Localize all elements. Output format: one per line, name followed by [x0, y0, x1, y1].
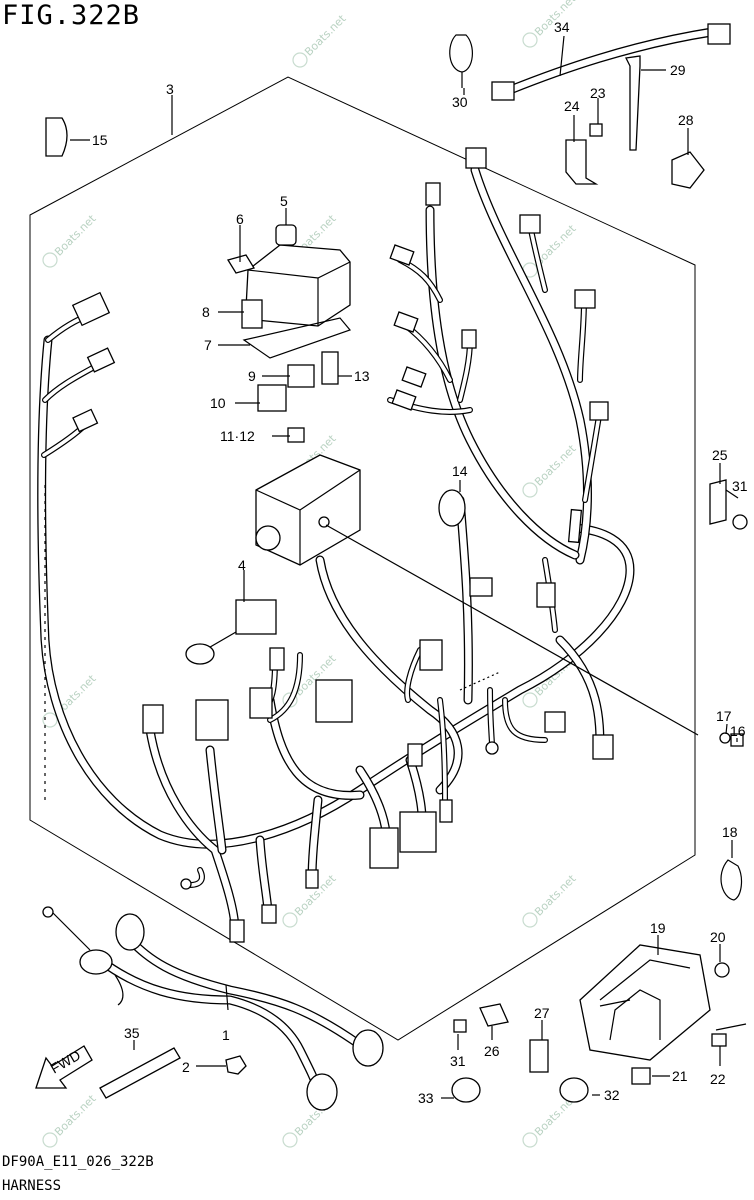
callout-23: 23	[590, 85, 606, 101]
callout-29: 29	[670, 62, 686, 78]
callout-4: 4	[238, 557, 246, 573]
main-harness-bundle	[37, 165, 635, 935]
callout-34: 34	[554, 19, 570, 35]
svg-text:Boats.net: Boats.net	[302, 12, 349, 59]
callout-6: 6	[236, 211, 244, 227]
relay-box-cover	[241, 244, 351, 329]
mounting-bracket	[565, 139, 599, 185]
grommet	[438, 489, 466, 527]
callout-1: 1	[222, 1027, 230, 1043]
nut-2	[225, 1055, 247, 1075]
blanking-cap	[45, 117, 68, 157]
callout-30: 30	[452, 94, 468, 110]
callout-3: 3	[166, 81, 174, 97]
battery-holder	[579, 944, 711, 1061]
relay-box-base	[255, 454, 361, 566]
callout-26: 26	[484, 1043, 500, 1059]
harness-connectors	[71, 147, 614, 943]
figure-title: FIG.322B	[2, 0, 141, 31]
clamp-32	[559, 1077, 589, 1103]
wire-clip	[671, 151, 705, 189]
callout-20: 20	[710, 929, 726, 945]
bracket-27	[529, 1039, 549, 1073]
screw-right	[732, 514, 748, 530]
callout-16: 16	[730, 723, 746, 739]
callout-17: 17	[716, 708, 732, 724]
plate-right	[709, 479, 727, 525]
extension-harness	[491, 23, 731, 101]
callout-14: 14	[452, 463, 468, 479]
callout-10: 10	[210, 395, 226, 411]
assembly-outline-box	[29, 76, 696, 1041]
cushion-21	[631, 1067, 651, 1085]
callout-9: 9	[248, 368, 256, 384]
callout-27: 27	[534, 1005, 550, 1021]
callout-22: 22	[710, 1071, 726, 1087]
plate-26	[479, 1003, 509, 1027]
leader-lines	[70, 35, 747, 1099]
diagram-name: HARNESS	[2, 1178, 62, 1194]
callout-8: 8	[202, 304, 210, 320]
clamp-33	[451, 1077, 481, 1103]
svg-text:Boats.net: Boats.net	[52, 212, 99, 259]
callout-31-right: 31	[732, 478, 748, 494]
callout-5: 5	[280, 193, 288, 209]
bolt	[589, 123, 603, 137]
relay-box-seal	[242, 317, 352, 359]
cable-clamp	[449, 34, 473, 88]
fwd-arrow-icon: FWD	[35, 1045, 93, 1089]
cable-tie	[625, 55, 641, 151]
callout-33: 33	[418, 1090, 434, 1106]
svg-text:Boats.net: Boats.net	[532, 872, 579, 919]
callout-labels: 1 2 3 4 5 6 7 8 9 10 11·12 13 14 15 16 1…	[92, 19, 748, 1106]
bolt-22	[711, 1033, 727, 1047]
callout-21: 21	[672, 1068, 688, 1084]
callout-7: 7	[204, 337, 212, 353]
screw-31b	[453, 1019, 467, 1033]
callout-2: 2	[182, 1059, 190, 1075]
callout-13: 13	[354, 368, 370, 384]
callout-25: 25	[712, 447, 728, 463]
protector-35	[99, 1047, 181, 1099]
svg-text:Boats.net: Boats.net	[52, 1092, 99, 1139]
callout-18: 18	[722, 824, 738, 840]
nut-20	[714, 962, 730, 978]
relay-and-fuse-parts	[226, 224, 339, 443]
callout-32: 32	[604, 1087, 620, 1103]
callout-15: 15	[92, 132, 108, 148]
callout-11-12: 11·12	[220, 428, 255, 444]
battery-cable	[42, 906, 384, 1111]
callout-19: 19	[650, 920, 666, 936]
callout-24: 24	[564, 98, 580, 114]
callout-31-bottom: 31	[450, 1053, 466, 1069]
callout-35: 35	[124, 1025, 140, 1041]
washer	[719, 732, 731, 744]
svg-text:Boats.net: Boats.net	[532, 442, 579, 489]
diagram-code: DF90A_E11_026_322B	[2, 1154, 154, 1170]
callout-28: 28	[678, 112, 694, 128]
hose-clip-lower	[720, 859, 743, 901]
ground-relay-unit	[185, 599, 277, 665]
